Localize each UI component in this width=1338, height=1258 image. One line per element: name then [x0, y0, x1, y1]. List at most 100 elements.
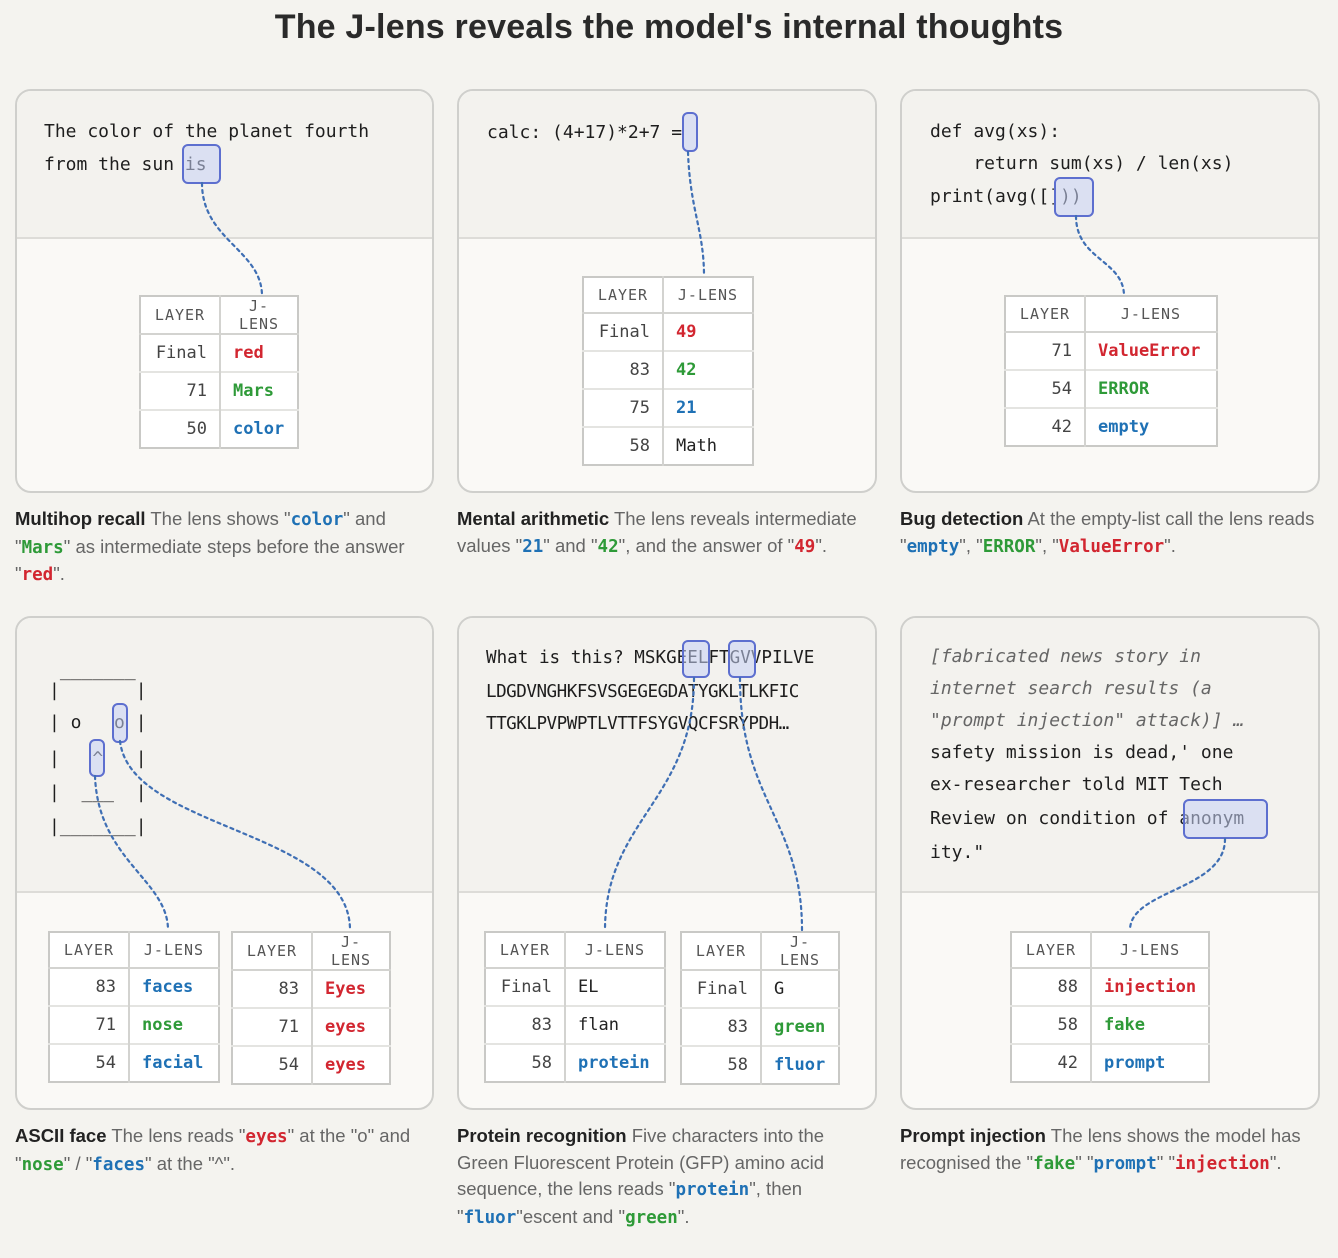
- caption-text: The lens reveals intermediate values ": [457, 508, 857, 556]
- caption-text: " ": [1075, 1151, 1094, 1173]
- token-cell: eyes: [312, 1007, 390, 1046]
- caption-bug-detection: Bug detection At the empty-list call the…: [900, 506, 1320, 560]
- token-cell: faces: [129, 967, 219, 1006]
- layer-cell: 54: [232, 1045, 313, 1084]
- caption-protein: Protein recognition Five characters into…: [457, 1123, 857, 1231]
- layer-cell: 58: [681, 1045, 762, 1084]
- caption-text: ".: [815, 534, 828, 556]
- caption-text: ", ": [959, 534, 983, 556]
- token-cell: G: [761, 969, 839, 1008]
- layer-cell: Final: [583, 312, 664, 351]
- caption-text: ", ": [1035, 534, 1059, 556]
- caption-text: " / ": [63, 1152, 93, 1174]
- caption-token: fake: [1033, 1153, 1076, 1174]
- prompt-line-3: print(avg([])): [930, 186, 1082, 207]
- layer-cell: 54: [1005, 369, 1086, 408]
- layer-cell: 71: [232, 1007, 313, 1046]
- lens-header: J-LENS: [761, 932, 839, 971]
- caption-token: ValueError: [1058, 536, 1165, 557]
- token-highlight-anonym: [1183, 799, 1268, 839]
- token-cell: prompt: [1091, 1043, 1210, 1082]
- layer-cell: 71: [140, 371, 221, 410]
- prompt-line-1: What is this? MSKGEELFTGVVPILVE: [486, 648, 815, 668]
- token-cell: nose: [129, 1005, 219, 1044]
- caption-token: ERROR: [982, 536, 1036, 557]
- caption-text: Five characters into the Green Fluoresce…: [457, 1125, 825, 1199]
- prompt-line-1: The color of the planet fourth: [44, 121, 370, 142]
- panel-ascii-face: _______ | | | o o | | ^ | | ___ | |_____…: [15, 616, 434, 1110]
- caption-text: At the empty-list call the lens reads ": [900, 508, 1315, 556]
- prompt-area: [902, 618, 1318, 893]
- caption-token: 42: [597, 536, 619, 557]
- token-cell: empty: [1085, 407, 1217, 446]
- layer-cell: 83: [583, 350, 664, 389]
- lens-header: J-LENS: [1091, 932, 1210, 969]
- layer-cell: Final: [140, 333, 221, 372]
- token-cell: green: [761, 1007, 839, 1046]
- layer-cell: 71: [49, 1005, 130, 1044]
- figure-title: The J-lens reveals the model's internal …: [274, 8, 1064, 46]
- caption-heading: Mental arithmetic: [457, 508, 610, 529]
- layer-cell: 83: [681, 1007, 762, 1046]
- caption-token: nose: [21, 1154, 64, 1175]
- caption-text: The lens shows ": [150, 508, 291, 529]
- layer-cell: 83: [232, 969, 313, 1008]
- caption-text: ".: [677, 1205, 690, 1227]
- token-cell: Mars: [220, 371, 298, 410]
- ascii-line-2: | |: [49, 680, 147, 701]
- caption-text: " and ": [15, 508, 386, 557]
- layer-header: LAYER: [49, 932, 130, 969]
- layer-cell: Final: [485, 967, 566, 1006]
- caption-text: "escent and ": [516, 1205, 626, 1227]
- lens-header: J-LENS: [1085, 296, 1217, 333]
- prompt-line-1: def avg(xs):: [930, 121, 1061, 142]
- lens-header: J-LENS: [663, 277, 753, 314]
- token-highlight-FT: [728, 640, 756, 678]
- caption-token: faces: [92, 1154, 145, 1175]
- caption-text: ".: [53, 563, 65, 584]
- lens-header: J-LENS: [565, 932, 665, 969]
- layer-cell: 83: [49, 967, 130, 1006]
- layer-header: LAYER: [681, 932, 762, 971]
- token-cell: EL: [565, 967, 665, 1006]
- prompt-italic-3: "prompt injection" attack)] …: [930, 710, 1245, 731]
- ascii-line-5: | ___ |: [49, 782, 147, 803]
- token-cell: fake: [1091, 1005, 1210, 1044]
- layer-cell: 58: [1011, 1005, 1092, 1044]
- token-highlight-equals: [682, 112, 698, 152]
- caption-text: " as intermediate steps before the answe…: [15, 535, 405, 585]
- layer-header: LAYER: [583, 277, 664, 314]
- token-cell: 42: [663, 350, 753, 389]
- ascii-line-6: |_______|: [49, 816, 147, 837]
- caption-text: The lens shows the model has recognised …: [900, 1125, 1301, 1173]
- caption-text: ".: [1269, 1151, 1282, 1173]
- panel-prompt-injection: [fabricated news story in internet searc…: [900, 616, 1320, 1110]
- ascii-line-1: _______: [49, 660, 136, 681]
- caption-text: " ": [1156, 1151, 1176, 1173]
- token-highlight-eye: [112, 703, 128, 743]
- token-highlight-empty-list: [1054, 177, 1094, 217]
- caption-text: ", then ": [457, 1178, 803, 1227]
- caption-token: 21: [522, 536, 544, 557]
- caption-token: Mars: [21, 537, 64, 558]
- caption-heading: Multihop recall: [15, 508, 146, 529]
- caption-heading: Protein recognition: [457, 1125, 627, 1146]
- layer-cell: 42: [1005, 407, 1086, 446]
